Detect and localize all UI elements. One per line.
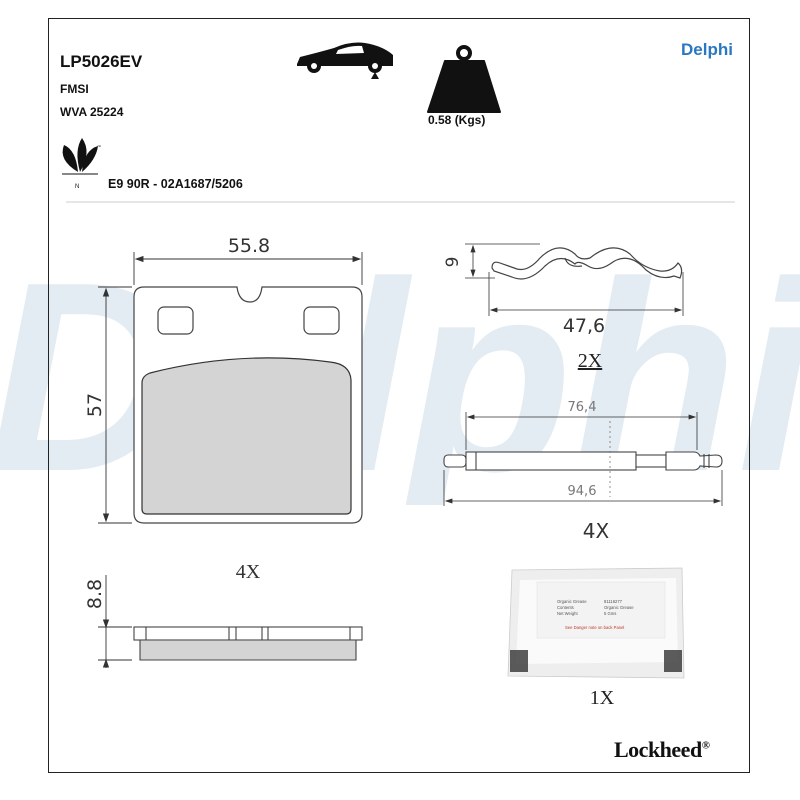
eco-mark-tm: ™ bbox=[97, 144, 101, 149]
pin-overall-label: 94,6 bbox=[568, 484, 597, 499]
lockheed-logo: Lockheed® bbox=[614, 737, 710, 763]
grease-quantity: 1X bbox=[590, 687, 615, 709]
pad-thickness-label: 8.8 bbox=[84, 579, 106, 609]
spring-quantity: 2X bbox=[578, 350, 603, 372]
part-number: LP5026EV bbox=[60, 52, 143, 71]
pad-quantity: 4X bbox=[236, 561, 261, 583]
pin-dimensions bbox=[443, 412, 723, 506]
weight-icon bbox=[427, 45, 501, 113]
spring-height-label: 9 bbox=[443, 257, 463, 268]
eco-leaf-icon: N ™ bbox=[62, 138, 101, 190]
pad-width-label: 55.8 bbox=[228, 235, 270, 257]
datasheet-frame bbox=[48, 18, 750, 773]
car-icon bbox=[297, 42, 393, 79]
sachet-value-2: Organic Grease bbox=[604, 605, 634, 610]
anti-rattle-spring bbox=[491, 247, 683, 280]
delphi-logo: Delphi bbox=[681, 40, 733, 59]
sachet-line-1: Organic Grease bbox=[557, 599, 587, 604]
ece-approval: E9 90R - 02A1687/5206 bbox=[108, 177, 243, 191]
pad-thickness-dimension bbox=[98, 575, 132, 668]
pin-inner-label: 76,4 bbox=[568, 400, 597, 415]
brake-pad-front-view bbox=[133, 286, 363, 524]
fmsi-label: FMSI bbox=[60, 82, 89, 96]
spring-length-label: 47,6 bbox=[563, 315, 605, 337]
guide-pin bbox=[443, 451, 723, 471]
registered-mark: ® bbox=[701, 739, 710, 752]
brake-pad-side-view bbox=[133, 626, 363, 661]
pin-quantity: 4X bbox=[583, 519, 610, 543]
lockheed-text: Lockheed bbox=[614, 737, 702, 762]
weight-value: 0.58 (Kgs) bbox=[428, 113, 486, 127]
spring-dimensions bbox=[465, 243, 684, 316]
grease-sachet: Organic Grease Contents Net Weight 81116… bbox=[507, 567, 685, 679]
sachet-value-1: 81116277 bbox=[604, 599, 623, 604]
pad-width-dimension bbox=[133, 252, 363, 285]
sachet-warning: See Danger note on back Panel bbox=[565, 625, 624, 630]
pad-height-dimension bbox=[98, 286, 132, 524]
eco-mark-letter: N bbox=[75, 184, 79, 190]
sachet-value-3: 5 Gms bbox=[604, 611, 616, 616]
sachet-line-3: Net Weight bbox=[557, 611, 578, 616]
sachet-line-2: Contents bbox=[557, 605, 574, 610]
wva-label: WVA 25224 bbox=[60, 105, 124, 119]
pad-height-label: 57 bbox=[84, 393, 106, 417]
